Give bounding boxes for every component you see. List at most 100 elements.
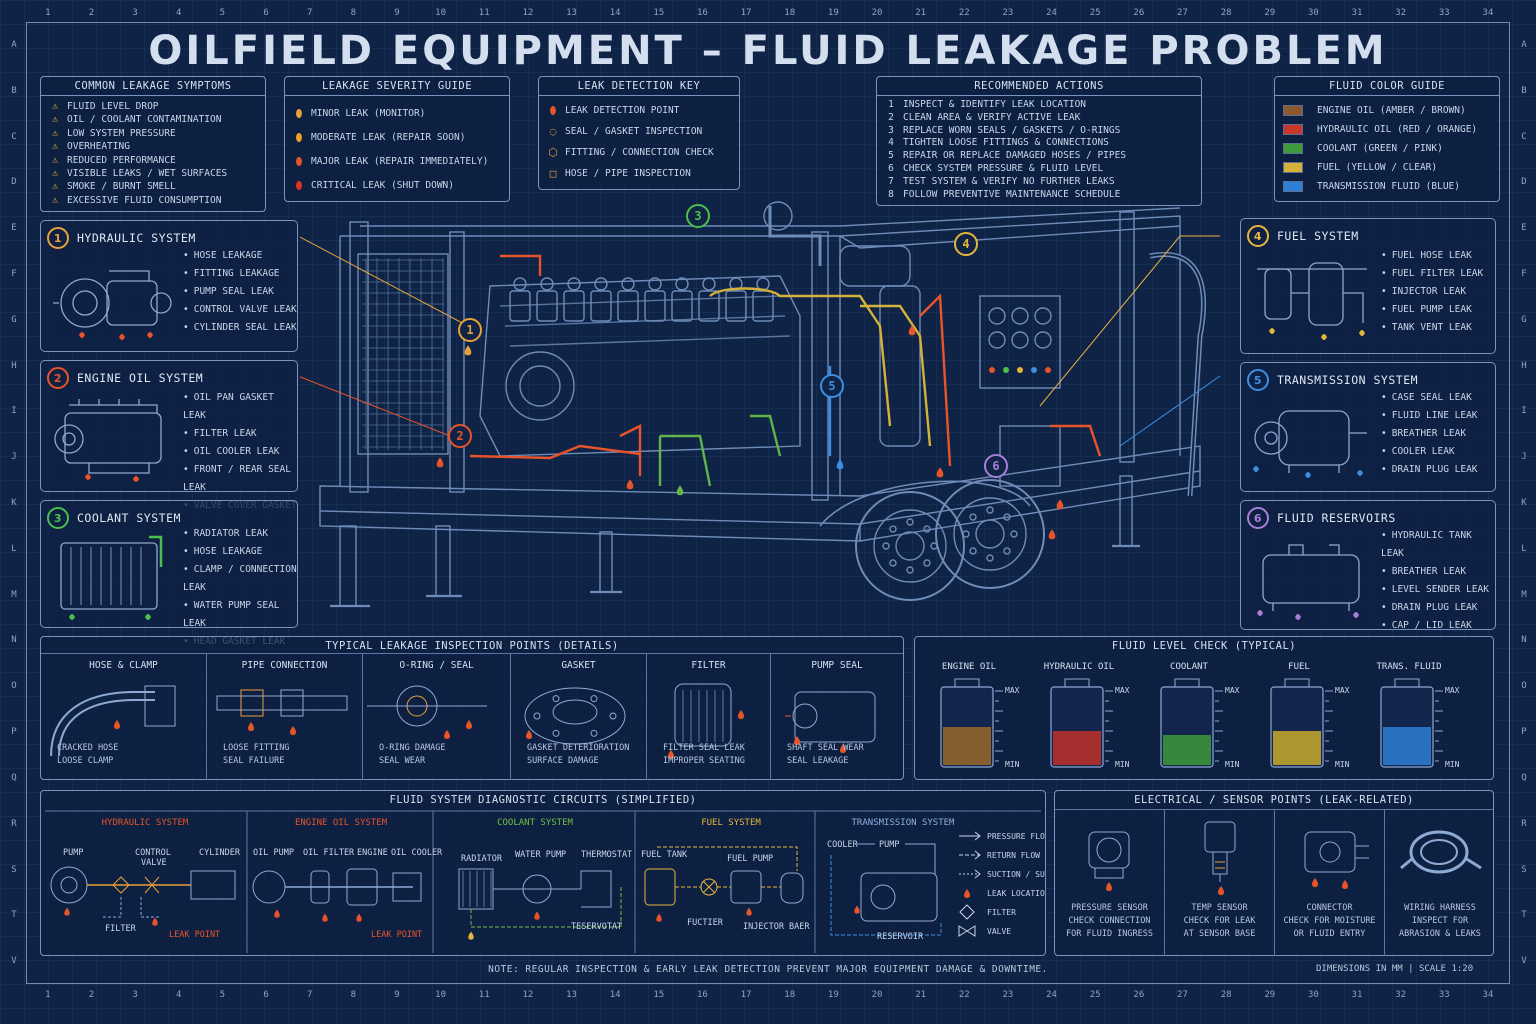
ruler-column-label: 6 [263,990,269,1000]
ruler-column-label: 32 [1395,990,1407,1000]
reservoirs-issue: LEVEL SENDER LEAK [1381,581,1495,599]
reservoir-label: RESERVOIR [877,932,924,942]
severity-label: CRITICAL LEAK (SHUT DOWN) [311,180,454,191]
ruler-column-label: 29 [1264,8,1276,18]
inspection-illustration [785,691,876,753]
color-row: HYDRAULIC OIL (RED / ORANGE) [1283,120,1491,139]
caption-line: SEAL LEAKAGE [787,756,849,766]
hydraulic-issue: HOSE LEAKAGE [183,247,297,265]
circle-dashed-icon: ◌ [549,125,557,138]
ruler-column-label: 2 [88,8,95,18]
caption-line: IMPROPER SEATING [663,756,745,766]
sensor-caption-line: OR FLUID ENTRY [1293,929,1366,939]
ruler-column-label: 25 [1089,8,1101,18]
sensor-caption-line: CHECK FOR MOISTURE [1283,916,1376,926]
detection-row: ⬡FITTING / CONNECTION CHECK [547,142,731,163]
hydraulic-system-title: HYDRAULIC SYSTEM [77,231,196,245]
action-number: 1 [888,99,894,110]
ruler-row-label: B [11,85,17,96]
ruler-row-label: I [11,406,17,417]
symptoms-title: COMMON LEAKAGE SYMPTOMS [41,77,265,96]
circuits-panel: FLUID SYSTEM DIAGNOSTIC CIRCUITS (SIMPLI… [40,790,1046,956]
severity-row: ⬮CRITICAL LEAK (SHUT DOWN) [293,174,501,198]
ruler-row-label: T [1521,910,1527,921]
engine-oil-system-header: 2 ENGINE OIL SYSTEM [47,367,203,389]
ruler-row-label: M [11,589,17,600]
ruler-row-label: P [1521,727,1527,738]
ruler-row-label: S [1521,864,1527,875]
leak-drop-icon [1056,499,1064,510]
ruler-row-label: L [11,543,17,554]
ruler-column-label: 15 [653,990,665,1000]
hydraulic-issue: CYLINDER SEAL LEAK [183,319,297,337]
pump-label: PUMP [63,848,83,858]
reservoirs-issue: HYDRAULIC TANK LEAK [1381,527,1495,563]
caption-line: SHAFT SEAL WEAR [787,743,864,753]
level-title: FLUID LEVEL CHECK (TYPICAL) [1111,640,1297,652]
action-number: 3 [888,124,894,136]
severity-row: ⬮MODERATE LEAK (REPAIR SOON) [293,126,501,150]
fluid-fill [1053,731,1101,765]
ruler-column-label: 5 [219,8,226,18]
warning-icon: ⚠ [51,127,59,139]
color-label: TRANSMISSION FLUID (BLUE) [1317,181,1460,192]
reservoirs-issue: BREATHER LEAK [1381,563,1495,581]
level-name: HYDRAULIC OIL [1044,662,1114,672]
legend-label: RETURN FLOW [987,851,1040,860]
reservoir-label: TESERVOTAT [571,922,622,932]
ruler-column-label: 24 [1046,8,1057,18]
leak-drop-icon [936,467,944,478]
reservoirs-issues: HYDRAULIC TANK LEAKBREATHER LEAKLEVEL SE… [1381,527,1495,635]
caption-line: SEAL WEAR [379,756,426,766]
symptoms-list: ⚠FLUID LEVEL DROP⚠OIL / COOLANT CONTAMIN… [41,96,265,211]
callout-marker: 2 [448,424,472,448]
ruler-row-label: V [11,956,17,967]
transmission-issue: BREATHER LEAK [1381,425,1478,443]
warning-icon: ⚠ [51,168,59,180]
radiator-label: RADIATOR [461,854,503,864]
ruler-column-label: 20 [871,8,883,18]
inspection-title: O-RING / SEAL [399,660,474,671]
ruler-column-label: 30 [1307,990,1319,1000]
ruler-row-label: O [1521,681,1527,692]
circuits-title: FLUID SYSTEM DIAGNOSTIC CIRCUITS (SIMPLI… [389,794,697,806]
symptom-label: SMOKE / BURNT SMELL [67,181,176,193]
thermostat-label: THERMOSTAT [581,850,632,860]
level-name: COOLANT [1170,662,1209,672]
sensor-illustration [1304,831,1369,889]
legend-label: PRESSURE FLOW [987,832,1045,841]
radiator-icon [60,535,163,620]
oil-filter-label: OIL FILTER [303,848,355,858]
ruler-column-label: 26 [1133,8,1145,18]
leak-drop-icon [466,720,472,729]
valve-label: VALVE [141,858,167,868]
coolant-issue: RADIATOR LEAK [183,525,297,543]
ruler-column-label: 9 [394,8,400,18]
fuel-filter-icon [1257,262,1367,340]
ruler-row-label: M [1521,589,1527,600]
inspection-panel: TYPICAL LEAKAGE INSPECTION POINTS (DETAI… [40,636,904,780]
ruler-row-label: E [11,223,17,234]
ruler-column-label: 30 [1307,8,1319,18]
severity-label: MAJOR LEAK (REPAIR IMMEDIATELY) [311,156,489,167]
ruler-row-label: D [1521,177,1527,188]
inspection-illustration [668,683,744,759]
leak-drop-icon [356,913,362,922]
symptom-label: VISIBLE LEAKS / WET SURFACES [67,168,228,180]
symptom-row: ⚠EXCESSIVE FLUID CONSUMPTION [49,194,257,207]
ruler-column-label: 15 [653,8,665,18]
leak-point-label: LEAK POINT [371,930,422,940]
action-label: INSPECT & IDENTIFY LEAK LOCATION [903,99,1087,110]
callout-number: 1 [466,323,473,337]
